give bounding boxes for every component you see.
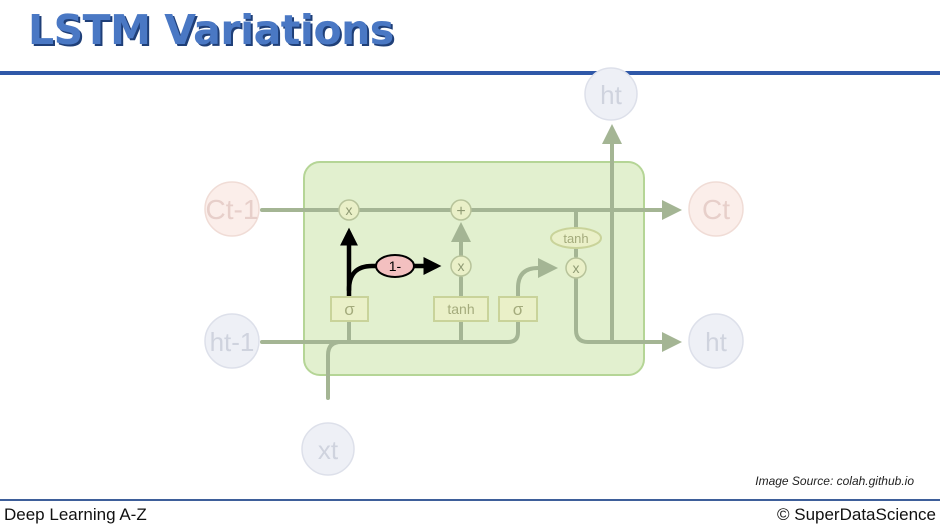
node-h-next: ht [688,313,744,369]
svg-text:ht: ht [600,80,622,110]
output-line [574,277,682,352]
x-input-line [326,340,343,400]
title-divider [0,71,940,75]
svg-text:+: + [456,203,465,220]
svg-text:1-: 1- [389,258,402,274]
node-c-next: Ct [688,181,744,237]
svg-text:ht: ht [705,327,727,357]
svg-text:x: x [346,202,353,218]
footer-divider [0,499,940,501]
svg-text:Ct: Ct [702,194,730,225]
slide-title: LSTM Variations [28,6,394,54]
cell-tanh-ellipse: tanh [550,227,602,249]
svg-text:x: x [458,258,465,274]
footer-copyright: © SuperDataScience [776,505,936,524]
candidate-tanh-layer: tanh [433,296,489,322]
svg-text:ht-1: ht-1 [210,327,255,357]
cell-add-op: + [450,199,472,221]
one-minus-op: 1- [375,254,415,278]
input-multiply-op: x [450,255,472,277]
svg-text:tanh: tanh [563,231,588,246]
svg-text:x: x [573,260,580,276]
svg-text:tanh: tanh [447,301,474,317]
image-source-credit: Image Source: colah.github.io [755,474,914,488]
node-h-prev: ht-1 [204,313,260,369]
node-x-t: xt [301,422,355,476]
output-multiply-op: x [565,257,587,279]
output-sigma-layer: σ [498,296,538,322]
svg-text:σ: σ [513,300,524,319]
node-h-out-top: ht [584,67,638,121]
forget-sigma-layer: σ [330,296,369,322]
forget-multiply-op: x [338,199,360,221]
coupled-gate-path [340,227,442,299]
footer-course-name: Deep Learning A-Z [4,505,147,524]
svg-text:σ: σ [344,300,355,319]
node-c-prev: Ct-1 [204,181,260,237]
svg-text:xt: xt [318,435,339,465]
lstm-cell [303,161,645,376]
svg-text:Ct-1: Ct-1 [206,194,259,225]
